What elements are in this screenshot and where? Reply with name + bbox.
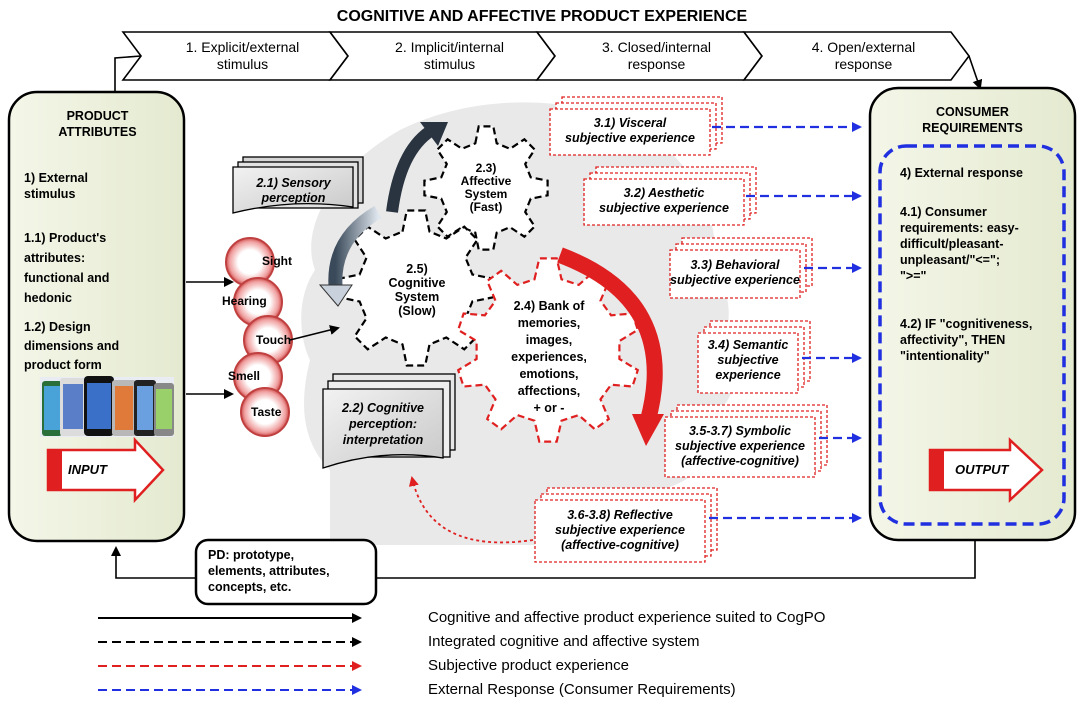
gear-shapes [337,125,640,443]
sense-touch: Touch [256,333,292,347]
sense-smell: Smell [228,369,261,383]
sense-taste: Taste [251,405,282,419]
right-panel-p1: 4) External response [900,166,1023,180]
legend-lines [98,613,362,695]
input-label: INPUT [68,462,107,477]
sense-hearing: Hearing [222,294,267,308]
input-arrow [46,436,165,504]
cognitive-card-stack [322,373,456,469]
phones-image [40,376,174,437]
legend-item-external: External Response (Consumer Requirements… [428,681,736,698]
sensory-card-stack [232,156,364,214]
right-inner-dashed [878,144,1066,526]
stage-arrows [121,31,970,81]
senses-chain [225,237,293,437]
right-panel-p3: 4.2) IF "cognitiveness,affectivity", THE… [900,317,1033,363]
pd-box [194,538,378,606]
output-label: OUTPUT [955,462,1009,477]
blue-arrows [709,122,862,523]
legend-item-cogpo: Cognitive and affective product experien… [428,609,826,626]
diagram-title: COGNITIVE AND AFFECTIVE PRODUCT EXPERIEN… [336,8,748,25]
pd-box-label: PD: prototype,elements, attributes,conce… [208,548,330,594]
curve-arrow-up [386,124,436,213]
red-curve-arrow [557,247,663,423]
sense-sight: Sight [262,254,292,268]
response-card-stacks [534,96,828,563]
right-panel-box [868,86,1077,542]
legend-item-integrated: Integrated cognitive and affective syste… [428,633,700,650]
legend-item-subjective: Subjective product experience [428,657,629,674]
curve-arrow-down [328,205,382,293]
